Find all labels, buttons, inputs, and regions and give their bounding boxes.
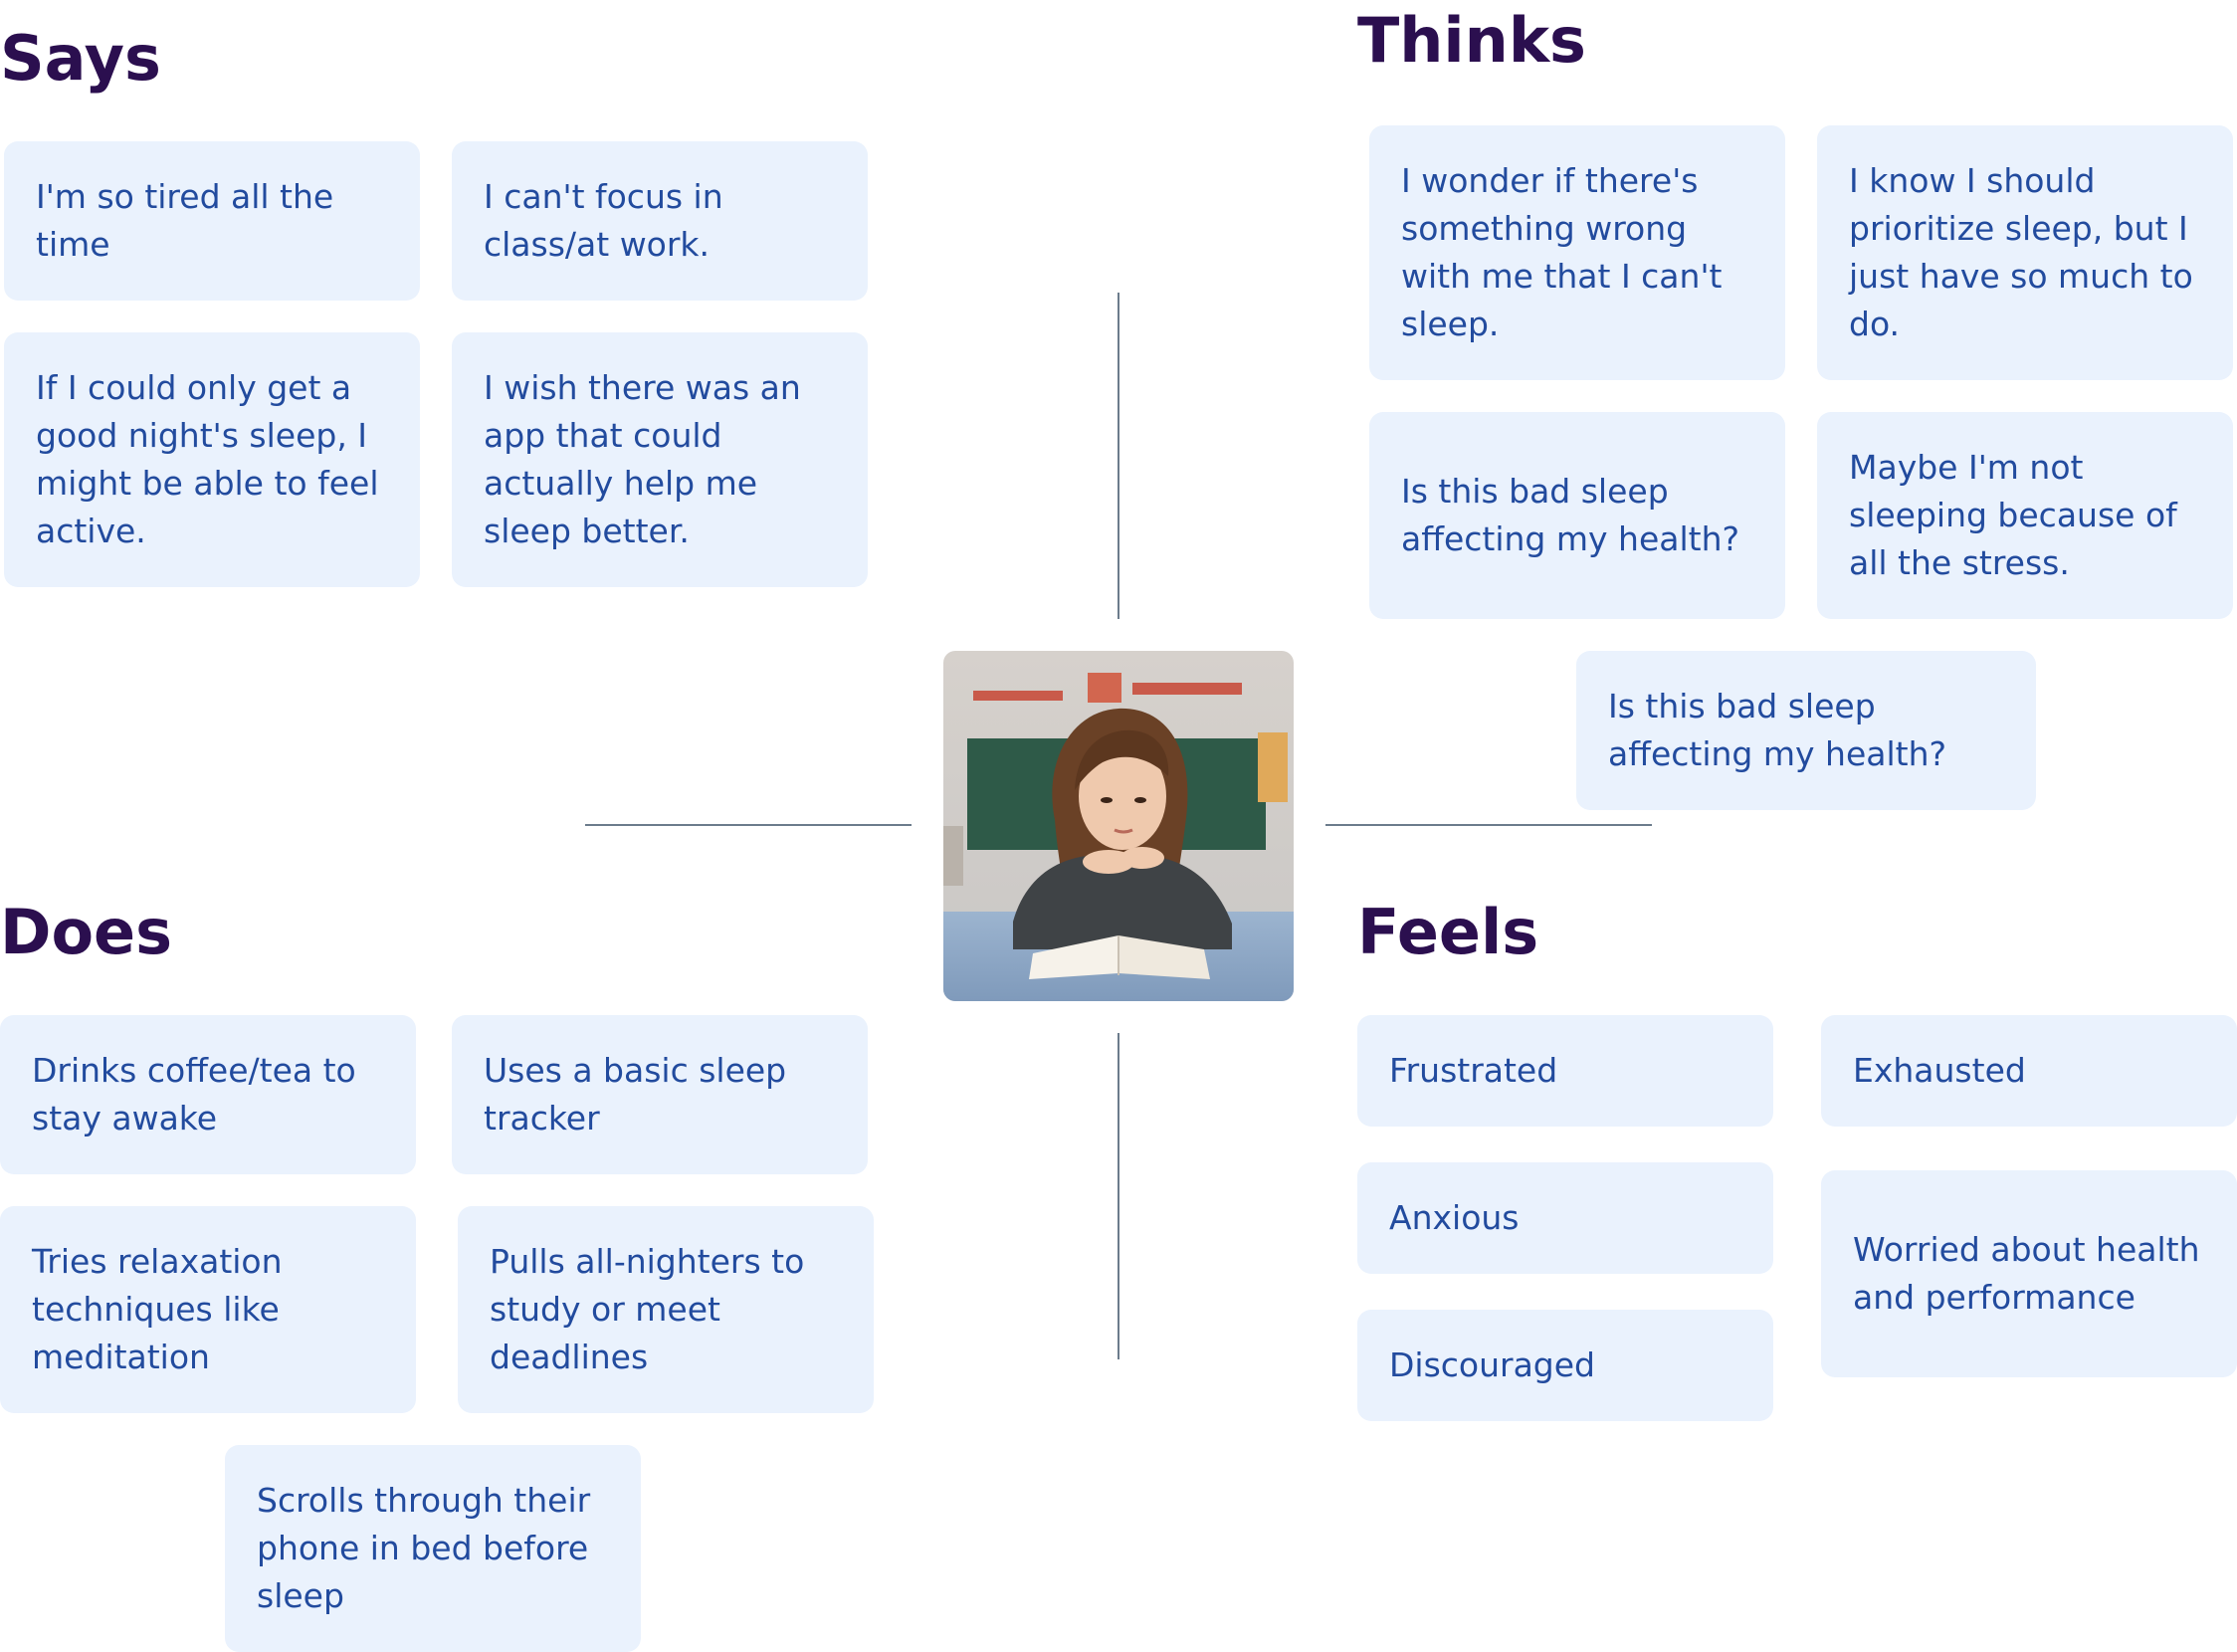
says-card-text: I wish there was an app that could actua… [484,368,801,550]
does-card-text: Tries relaxation techniques like meditat… [32,1242,283,1376]
feels-card: Exhausted [1821,1015,2237,1127]
feels-card: Worried about health and performance [1821,1170,2237,1377]
feels-card: Frustrated [1357,1015,1773,1127]
feels-card: Discouraged [1357,1310,1773,1421]
thinks-card-text: I know I should prioritize sleep, but I … [1849,161,2193,343]
says-card-text: If I could only get a good night's sleep… [36,368,379,550]
divider-horizontal-right [1325,824,1652,826]
does-card-text: Drinks coffee/tea to stay awake [32,1051,356,1137]
says-card-text: I'm so tired all the time [36,177,334,264]
does-card-text: Scrolls through their phone in bed befor… [257,1481,591,1615]
feels-card-text: Worried about health and performance [1853,1230,2200,1317]
does-card-text: Pulls all-nighters to study or meet dead… [490,1242,805,1376]
feels-heading: Feels [1357,896,1539,968]
thinks-card: I know I should prioritize sleep, but I … [1817,125,2233,380]
thinks-card-text: Is this bad sleep affecting my health? [1608,687,1947,773]
thinks-heading: Thinks [1357,4,1586,77]
divider-vertical-top [1118,293,1119,619]
says-card: I wish there was an app that could actua… [452,332,868,587]
feels-card-text: Anxious [1389,1198,1520,1237]
thinks-card: I wonder if there's something wrong with… [1369,125,1785,380]
does-card: Tries relaxation techniques like meditat… [0,1206,416,1413]
does-card: Scrolls through their phone in bed befor… [225,1445,641,1652]
does-card: Uses a basic sleep tracker [452,1015,868,1174]
feels-card-text: Exhausted [1853,1051,2026,1090]
persona-photo [943,651,1294,1001]
says-heading: Says [0,22,161,95]
thinks-card-text: I wonder if there's something wrong with… [1401,161,1723,343]
divider-vertical-bottom [1118,1033,1119,1359]
does-card-text: Uses a basic sleep tracker [484,1051,787,1137]
thinks-card: Is this bad sleep affecting my health? [1576,651,2036,810]
says-card-text: I can't focus in class/at work. [484,177,723,264]
feels-card-text: Frustrated [1389,1051,1558,1090]
says-card: I'm so tired all the time [4,141,420,301]
does-card: Drinks coffee/tea to stay awake [0,1015,416,1174]
thinks-card-text: Is this bad sleep affecting my health? [1401,472,1740,558]
divider-horizontal-left [585,824,912,826]
says-card: If I could only get a good night's sleep… [4,332,420,587]
says-card: I can't focus in class/at work. [452,141,868,301]
does-card: Pulls all-nighters to study or meet dead… [458,1206,874,1413]
feels-card: Anxious [1357,1162,1773,1274]
thinks-card: Is this bad sleep affecting my health? [1369,412,1785,619]
thinks-card: Maybe I'm not sleeping because of all th… [1817,412,2233,619]
thinks-card-text: Maybe I'm not sleeping because of all th… [1849,448,2177,582]
does-heading: Does [0,896,173,968]
feels-card-text: Discouraged [1389,1345,1596,1384]
